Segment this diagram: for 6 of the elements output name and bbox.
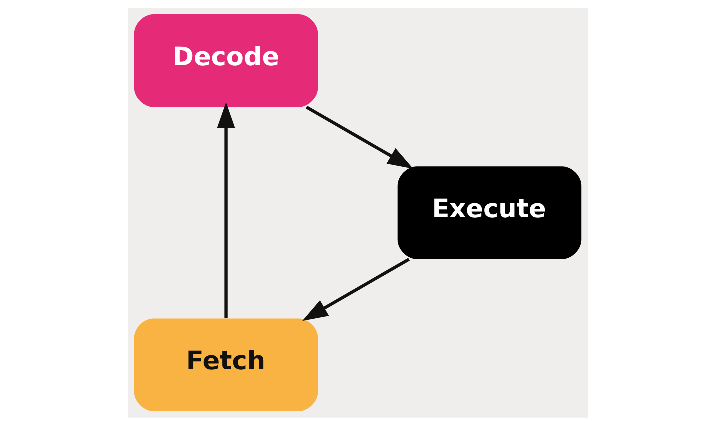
arrow [217, 102, 236, 318]
arrow [306, 106, 414, 169]
node-box: Execute [398, 166, 582, 260]
node-box: Decode [134, 14, 318, 108]
arrow [302, 258, 410, 322]
node-box: Fetch [134, 318, 318, 412]
